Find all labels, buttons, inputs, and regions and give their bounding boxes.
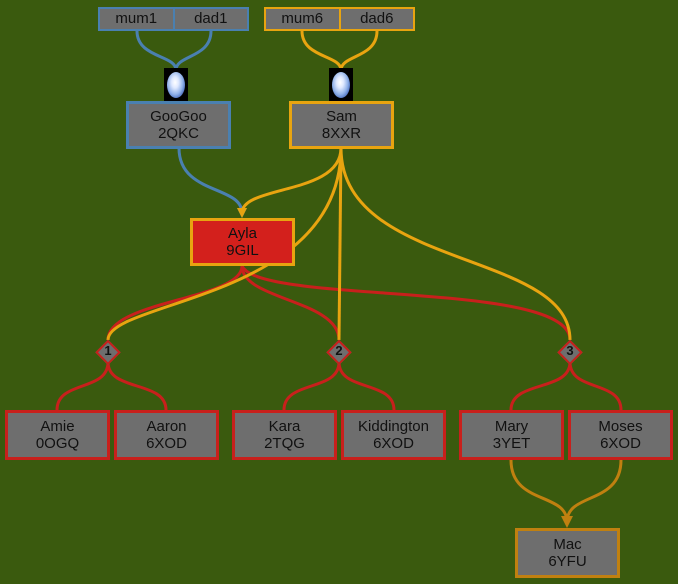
person-kara[interactable]: Kara 2TQG [232,410,337,460]
person-id: 6XOD [600,435,641,452]
person-id: 6YFU [548,553,587,570]
person-ayla[interactable]: Ayla 9GIL [190,218,295,266]
person-name: Mary [494,418,529,435]
person-id: 3YET [492,435,531,452]
parent-mum1[interactable]: mum1 [115,10,158,27]
person-name: Kiddington [358,418,429,435]
edge-mary-mac [509,459,569,523]
family-number: 1 [104,343,112,358]
family-marker-2[interactable]: 2 [326,339,352,366]
person-name: Aaron [146,418,187,435]
person-id: 6XOD [146,435,187,452]
person-name: Moses [598,418,643,435]
person-mary[interactable]: Mary 3YET [459,410,564,460]
edge-sam-ayla [237,147,343,218]
person-name: Kara [268,418,301,435]
edge-ayla-family3 [240,265,572,341]
person-name: GooGoo [150,108,207,125]
parents-left: mum1 dad1 [98,7,249,31]
person-name: Mac [553,536,582,553]
ring-icon [164,68,188,102]
edge-sam-family2 [337,147,343,341]
edge-ayla-family1 [106,265,244,341]
edge-dad1-ring [174,30,213,71]
edge-dad6-ring [339,30,379,71]
family-marker-1[interactable]: 1 [95,339,121,366]
person-googoo[interactable]: GooGoo 2QKC [126,101,231,149]
family-marker-3[interactable]: 3 [557,339,583,366]
person-kiddington[interactable]: Kiddington 6XOD [341,410,446,460]
person-name: Ayla [228,225,257,242]
edge-mum6-ring [300,30,343,71]
person-aaron[interactable]: Aaron 6XOD [114,410,219,460]
person-sam[interactable]: Sam 8XXR [289,101,394,149]
edge-family3-moses [568,361,623,411]
parents-right: mum6 dad6 [264,7,415,31]
edge-family1-aaron [106,361,168,411]
edge-family1-amie [55,361,110,411]
person-name: Amie [40,418,75,435]
edge-sam-family3 [339,147,572,341]
person-amie[interactable]: Amie 0OGQ [5,410,110,460]
edge-mum1-ring [135,30,178,71]
person-id: 2TQG [264,435,305,452]
edge-sam-family1 [106,147,343,341]
edge-googoo-ayla [177,147,247,218]
ring-icon [329,68,353,102]
person-id: 2QKC [158,125,199,142]
person-moses[interactable]: Moses 6XOD [568,410,673,460]
edge-family3-mary [509,361,572,411]
person-id: 8XXR [321,125,362,142]
family-number: 3 [566,343,574,358]
parent-dad1[interactable]: dad1 [172,9,248,29]
person-id: 6XOD [373,435,414,452]
parent-mum6[interactable]: mum6 [281,10,324,27]
edge-family2-kara [282,361,341,411]
edge-moses-mac [561,459,623,528]
person-name: Sam [326,108,357,125]
person-id: 9GIL [226,242,259,259]
parent-dad6[interactable]: dad6 [338,9,414,29]
person-mac[interactable]: Mac 6YFU [515,528,620,578]
person-id: 0OGQ [35,435,80,452]
edge-family2-kiddington [337,361,396,411]
family-number: 2 [335,343,343,358]
